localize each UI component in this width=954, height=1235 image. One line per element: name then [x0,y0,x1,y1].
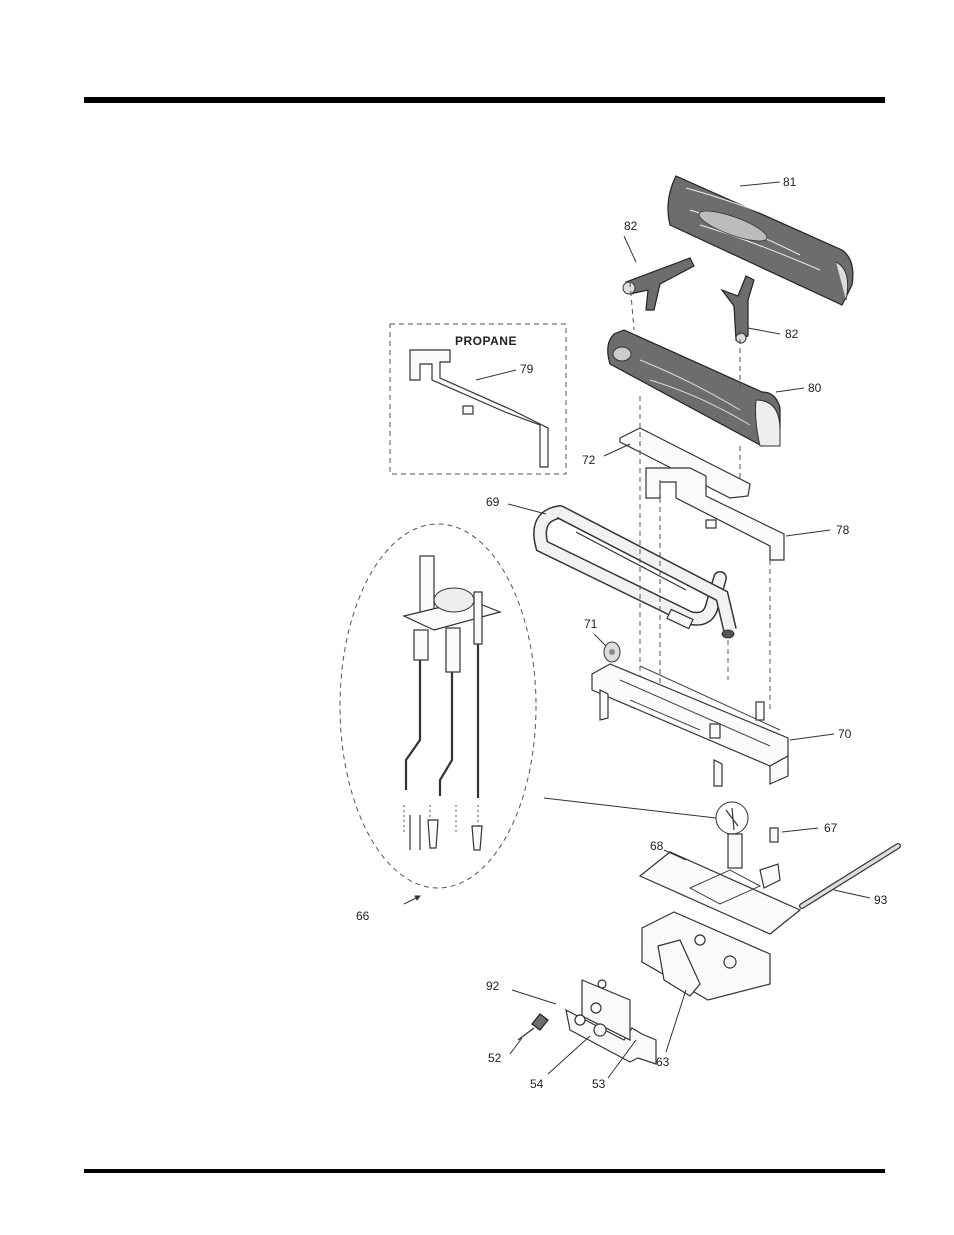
callout-93: 93 [874,893,888,907]
propane-inset: PROPANE [390,324,566,474]
base-frame-70 [592,664,788,786]
callout-67: 67 [824,821,838,835]
front-panel-53 [566,980,656,1064]
callout-92: 92 [486,979,500,993]
pilot-detail-ellipse [340,524,536,904]
branch-82-right [722,276,754,343]
pilot-detail-circle [544,798,748,868]
leader-54 [548,1036,590,1074]
leader-78 [786,530,830,536]
leader-63 [666,990,686,1052]
leader-82b [748,328,780,334]
callout-81: 81 [783,175,797,189]
fitting-67 [760,828,780,888]
part-71 [604,642,620,662]
callout-66: 66 [356,909,370,923]
leader-70 [790,734,834,740]
leader-82a [624,236,636,262]
callout-72: 72 [582,453,596,467]
leader-81 [740,182,780,186]
leader-72 [604,444,630,456]
leader-80 [776,388,804,392]
callout-68: 68 [650,839,664,853]
callout-54: 54 [530,1077,544,1091]
log-81 [668,176,853,305]
callout-53: 53 [592,1077,606,1091]
log-80 [608,330,780,446]
callout-52: 52 [488,1051,502,1065]
leader-69 [508,504,546,514]
branch-82-left [623,258,694,310]
callout-70: 70 [838,727,852,741]
callout-69: 69 [486,495,500,509]
callout-63: 63 [656,1055,670,1069]
callout-71: 71 [584,617,598,631]
leader-93 [834,890,870,898]
propane-label: PROPANE [455,334,517,348]
leader-71 [594,634,606,646]
callout-79: 79 [520,362,534,376]
leader-67 [782,828,818,832]
leader-52 [510,1038,522,1054]
burner-69 [540,512,734,638]
knob-52 [518,1014,548,1040]
callout-78: 78 [836,523,850,537]
callout-82-top: 82 [624,219,638,233]
callout-80: 80 [808,381,822,395]
leader-79 [476,370,516,380]
callout-82-right: 82 [785,327,799,341]
leader-92 [512,990,556,1004]
